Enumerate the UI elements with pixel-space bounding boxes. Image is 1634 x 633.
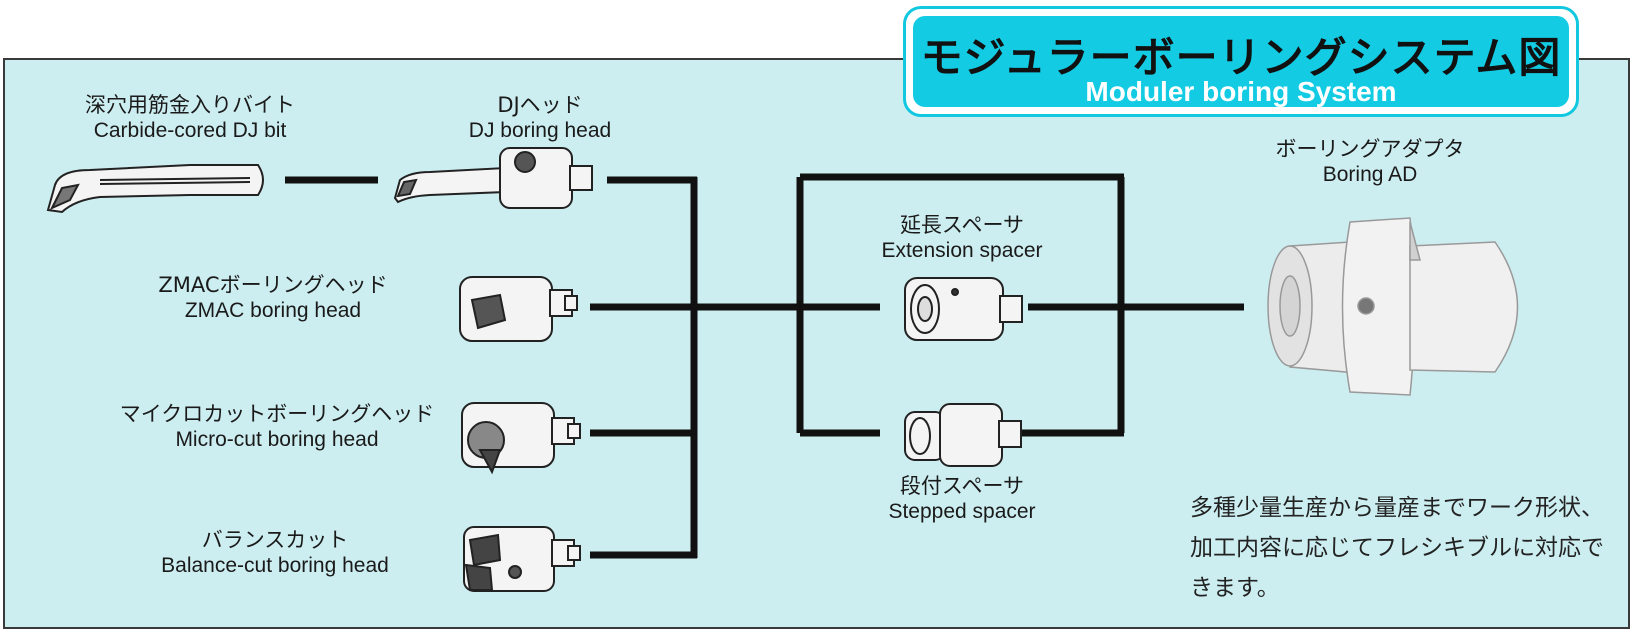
description-note: 多種少量生産から量産までワーク形状、加工内容に応じてフレシキブルに対応できます。 — [1190, 495, 1604, 601]
label-zmac-jp: ZMACボーリングヘッド — [158, 273, 388, 297]
label-boring-adapter: ボーリングアダプタ Boring AD — [1255, 136, 1485, 189]
title-banner: モジュラーボーリングシステム図 Moduler boring System — [903, 6, 1579, 117]
label-boring-adapter-jp: ボーリングアダプタ — [1275, 137, 1465, 161]
label-zmac: ZMACボーリングヘッド ZMAC boring head — [138, 272, 408, 325]
extension-spacer-illustration — [904, 277, 1023, 341]
label-balancecut: バランスカット Balance-cut boring head — [140, 527, 410, 580]
label-stepped-spacer-en: Stepped spacer — [888, 500, 1036, 524]
dj-bit-illustration — [46, 164, 264, 214]
title-english: Moduler boring System — [1085, 76, 1397, 107]
boring-adapter-illustration — [1267, 217, 1519, 396]
label-boring-adapter-en: Boring AD — [1322, 163, 1418, 187]
label-dj-bit-en: Carbide-cored DJ bit — [93, 119, 287, 143]
label-balancecut-jp: バランスカット — [201, 528, 349, 552]
label-stepped-spacer-jp: 段付スペーサ — [899, 474, 1025, 498]
title-banner-inner: モジュラーボーリングシステム図 Moduler boring System — [913, 16, 1569, 107]
label-extension-spacer: 延長スペーサ Extension spacer — [862, 212, 1062, 265]
label-dj-head-jp: DJヘッド — [497, 93, 583, 117]
stepped-spacer-illustration — [904, 403, 1022, 467]
microcut-head-illustration — [461, 402, 581, 475]
label-dj-bit: 深穴用筋金入りバイト Carbide-cored DJ bit — [55, 92, 325, 145]
label-zmac-en: ZMAC boring head — [184, 299, 362, 323]
label-microcut-jp: マイクロカットボーリングヘッド — [119, 402, 435, 426]
balancecut-head-illustration — [463, 526, 581, 592]
connector-lines — [285, 173, 1244, 559]
label-balancecut-en: Balance-cut boring head — [161, 554, 389, 578]
label-dj-head: DJヘッド DJ boring head — [445, 92, 635, 145]
label-extension-spacer-jp: 延長スペーサ — [899, 213, 1025, 237]
label-dj-bit-jp: 深穴用筋金入りバイト — [85, 93, 295, 117]
label-microcut-en: Micro-cut boring head — [175, 428, 379, 452]
zmac-head-illustration — [459, 276, 578, 342]
title-japanese: モジュラーボーリングシステム図 — [920, 33, 1562, 82]
label-stepped-spacer: 段付スペーサ Stepped spacer — [862, 473, 1062, 526]
label-extension-spacer-en: Extension spacer — [881, 239, 1043, 263]
dj-head-illustration — [393, 147, 593, 209]
label-microcut: マイクロカットボーリングヘッド Micro-cut boring head — [92, 401, 462, 454]
label-dj-head-en: DJ boring head — [468, 119, 612, 143]
